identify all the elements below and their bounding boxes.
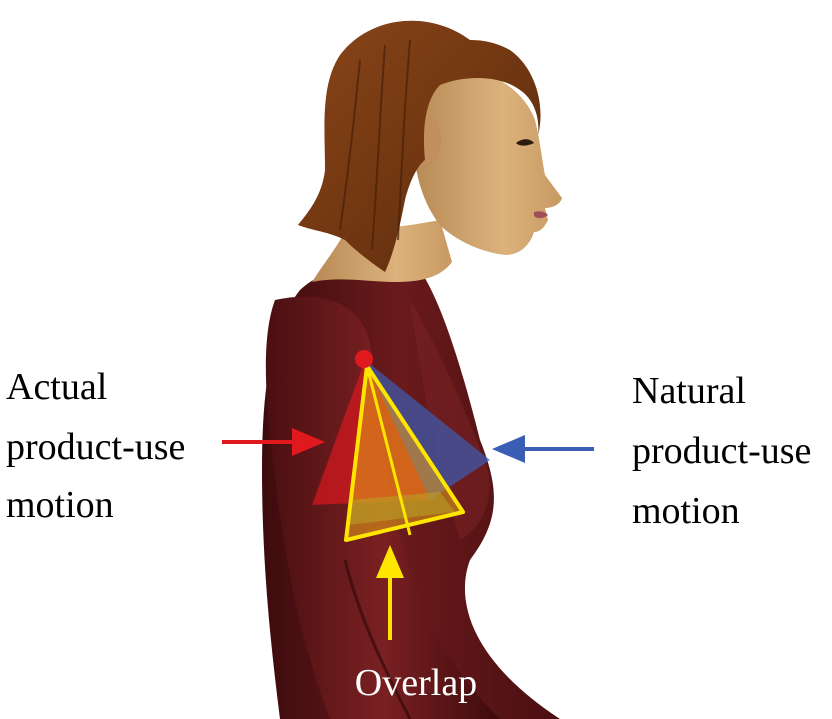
eye [516, 139, 534, 146]
hair [298, 20, 541, 273]
natural-label-line-3: motion [632, 490, 740, 532]
actual-label-line-2: product-use [6, 426, 186, 468]
lips [534, 211, 548, 219]
actual-arrow-head [292, 428, 325, 456]
actual-label-line-1: Actual [6, 366, 108, 408]
natural-label-line-2: product-use [632, 430, 812, 472]
natural-arrow-head [492, 435, 525, 463]
overlap-label: Overlap [354, 662, 478, 704]
arm-crease [343, 559, 412, 719]
actual-label-line-3: motion [6, 484, 114, 526]
hair-strands [339, 39, 411, 251]
face [413, 67, 562, 255]
chest-shading [410, 300, 490, 540]
natural-label-line-1: Natural [632, 370, 746, 412]
overlap-outline [344, 364, 465, 542]
overlap-region [346, 366, 463, 540]
overlap-outline-inner [365, 365, 412, 536]
shoulder-joint-marker [355, 350, 373, 368]
natural-motion-region [365, 360, 490, 500]
overlap-arrow-head [376, 545, 404, 578]
